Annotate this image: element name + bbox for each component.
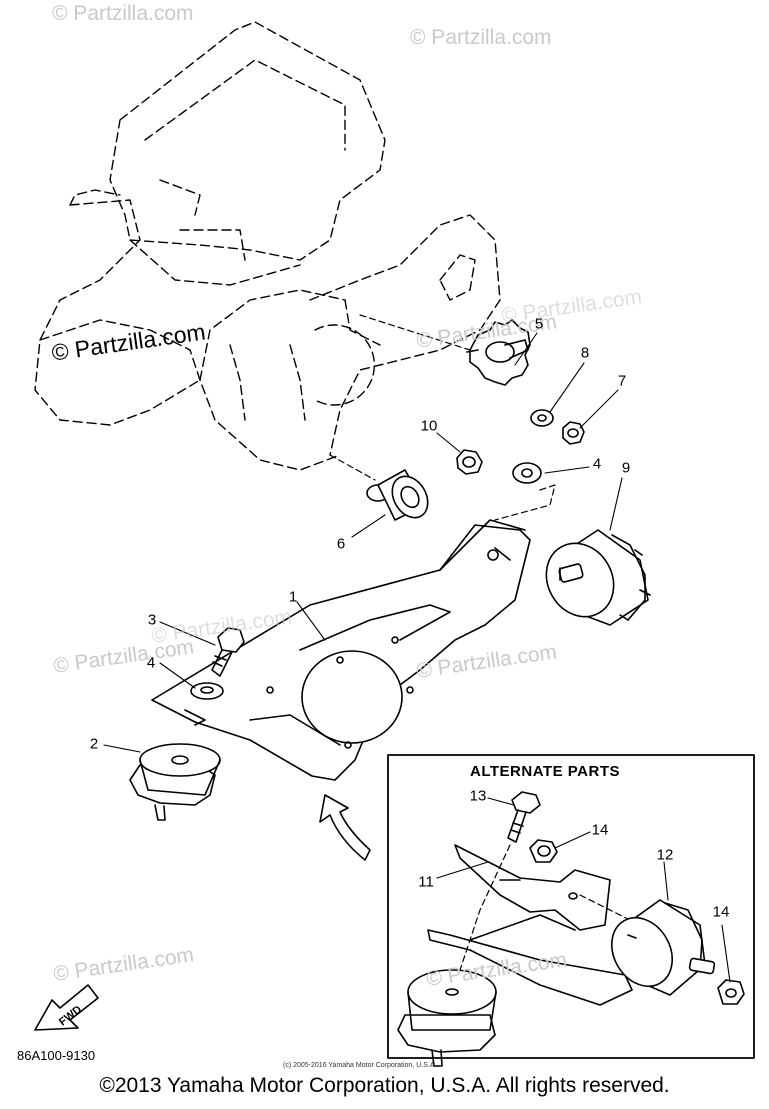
callout-9: 9	[621, 459, 631, 477]
part-13-bolt	[507, 791, 541, 843]
part-11-bracket	[454, 844, 611, 931]
part-3-bolt	[211, 627, 245, 677]
part-4-washer-lower	[190, 682, 224, 700]
callout-6: 6	[336, 535, 346, 553]
part-7-nut	[562, 421, 585, 445]
callout-12: 12	[656, 846, 674, 864]
watermark: © Partzilla.com	[410, 26, 552, 49]
watermark: © Partzilla.com	[52, 2, 194, 25]
part-8-washer	[530, 409, 554, 427]
part-9-damper	[545, 529, 651, 626]
callout-1: 1	[288, 588, 298, 606]
inset-title: ALTERNATE PARTS	[470, 763, 620, 780]
small-copyright: (c) 2005-2016 Yamaha Motor Corporation, …	[283, 1062, 437, 1069]
copyright-footer: ©2013 Yamaha Motor Corporation, U.S.A. A…	[99, 1074, 670, 1097]
callout-13: 13	[469, 787, 487, 805]
part-10-nut	[456, 449, 483, 475]
callout-5: 5	[534, 315, 544, 333]
part-14-nut-a	[529, 839, 558, 863]
part-5-bracket-gear	[466, 319, 531, 386]
callout-7: 7	[617, 372, 627, 390]
part-14-nut-b	[717, 979, 745, 1005]
assembly-lines	[329, 314, 556, 521]
callout-11: 11	[418, 873, 434, 891]
callout-4-upper: 4	[592, 455, 602, 473]
leader-lines	[103, 332, 731, 983]
part-2-damper	[129, 743, 221, 821]
callout-2: 2	[89, 735, 99, 753]
alternate-parts-inset	[387, 754, 755, 1059]
callout-8: 8	[580, 344, 590, 362]
callout-4-lower: 4	[146, 654, 156, 672]
part-6-damper	[366, 469, 429, 521]
fwd-arrow	[34, 984, 99, 1031]
inset-arrow	[319, 794, 371, 861]
inset-plate	[427, 914, 633, 1006]
callout-10: 10	[420, 417, 438, 435]
part-1-mounting-plate	[151, 519, 531, 781]
callout-3: 3	[147, 611, 157, 629]
diagram-code: 86A100-9130	[17, 1048, 96, 1063]
engine-outline	[34, 21, 501, 471]
part-12-damper	[611, 899, 716, 996]
inset-lower-damper	[397, 969, 497, 1067]
callout-14-b: 14	[712, 903, 730, 921]
part-4-washer-upper	[512, 462, 542, 484]
callout-14-a: 14	[591, 821, 609, 839]
inset-assembly-lines	[454, 844, 631, 986]
